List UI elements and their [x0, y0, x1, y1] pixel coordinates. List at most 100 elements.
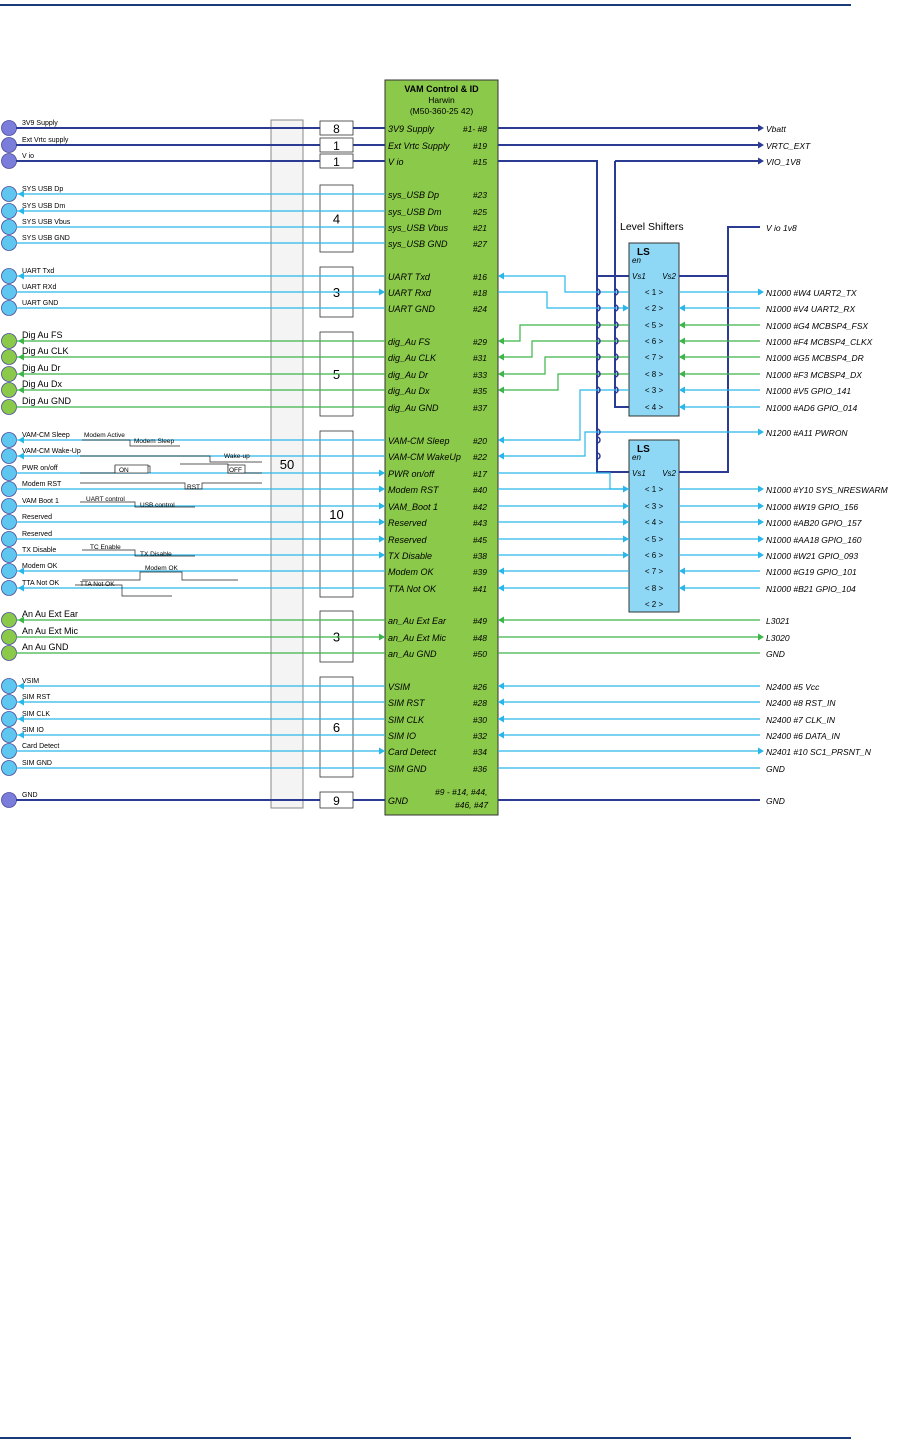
ls2-channel-label: < 5 > [645, 535, 664, 544]
left-signal-label: VSIM [22, 678, 39, 685]
txdisable-waveform [82, 549, 195, 557]
waveform-label: Modem OK [145, 565, 179, 572]
arrow-left [679, 337, 685, 345]
right-net-label: N1000 #Y10 SYS_NRESWARM [766, 485, 889, 495]
arrow-right [758, 157, 764, 165]
arrow-right [758, 141, 764, 149]
crossing-bump [614, 353, 619, 361]
arrow-left [18, 715, 24, 723]
pin-number-label: #48 [473, 633, 487, 643]
waveform-label: Modem Sleep [134, 438, 174, 445]
pin-number-label: #20 [473, 436, 487, 446]
signal-connector-dot [1, 531, 17, 547]
connector-part: (M50-360-25 42) [410, 106, 473, 116]
arrow-right [379, 485, 385, 493]
signal-connector-dot [1, 465, 17, 481]
ls1-channel-label: < 3 > [645, 386, 664, 395]
signal-connector-dot [1, 612, 17, 628]
modemok-waveform [82, 571, 238, 581]
signal-connector-dot [1, 498, 17, 514]
ls1-channel-label: < 7 > [645, 353, 664, 362]
pin-count-box [319, 120, 354, 136]
left-signal-label: UART Txd [22, 268, 54, 275]
left-signal-label: Reserved [22, 514, 52, 521]
left-signal-label: Modem OK [22, 563, 58, 570]
pin-signal-label: an_Au GND [388, 649, 437, 659]
pin-count-label: 1 [333, 155, 340, 169]
pin-number-label: #24 [473, 304, 487, 314]
right-net-label: GND [766, 764, 785, 774]
signal-connector-dot [1, 629, 17, 645]
arrow-right [758, 747, 764, 755]
right-net-label: N1000 #V4 UART2_RX [766, 304, 855, 314]
arrow-left [18, 567, 24, 575]
arrow-left [498, 616, 504, 624]
arrow-right [379, 502, 385, 510]
on-pulse-box [114, 464, 149, 474]
arrow-left [498, 370, 504, 378]
arrow-left [18, 190, 24, 198]
arrow-left [18, 584, 24, 592]
crossing-bump [614, 288, 619, 296]
connector-title: VAM Control & ID [404, 84, 479, 94]
pin-signal-label: GND [388, 796, 409, 806]
signal-connector-dot [1, 580, 17, 596]
right-net-label: N1000 #AD6 GPIO_014 [766, 403, 857, 413]
signal-connector-dot [1, 399, 17, 415]
right-net-label: N1200 #A11 PWRON [766, 428, 848, 438]
right-net-label: N1000 #AB20 GPIO_157 [766, 518, 862, 528]
waveform-label: TX Disable [140, 551, 172, 558]
power-connector-dot [1, 137, 17, 153]
right-net-label: VIO_1V8 [766, 157, 801, 167]
bottom-rule [0, 1437, 851, 1439]
bundle-bar [270, 119, 304, 809]
arrow-left [679, 386, 685, 394]
left-signal-label: PWR on/off [22, 465, 58, 472]
pin-count-label: 1 [333, 139, 340, 153]
level-shifter-1 [628, 242, 680, 417]
arrow-right [379, 551, 385, 559]
left-signal-label: VAM-CM Wake-Up [22, 448, 81, 455]
right-net-label: VRTC_EXT [766, 141, 811, 151]
signal-connector-dot [1, 300, 17, 316]
right-net-label: N2400 #8 RST_IN [766, 698, 836, 708]
pin-signal-label: dig_Au CLK [388, 353, 437, 363]
ls1-vs2-label: Vs2 [662, 272, 676, 281]
arrow-left [18, 436, 24, 444]
pin-number-label: #32 [473, 731, 487, 741]
waveform-label: USB control [140, 502, 175, 509]
left-signal-label: Dig Au Dr [22, 363, 61, 373]
right-net-label: N2400 #7 CLK_IN [766, 715, 836, 725]
pin-number-label: #45 [473, 535, 487, 545]
pin-count-box [319, 676, 354, 778]
pin-number-label: #37 [473, 403, 487, 413]
waveform-label: TC Enable [90, 544, 121, 551]
crossing-bump [614, 337, 619, 345]
signal-connector-dot [1, 432, 17, 448]
ls1-channel-label: < 2 > [645, 304, 664, 313]
rst-waveform [80, 482, 262, 490]
pin-number-label: #18 [473, 288, 487, 298]
pin-count-label: 8 [333, 122, 340, 136]
arrow-right [379, 469, 385, 477]
arrow-left [18, 386, 24, 394]
ls2-vs2-label: Vs2 [662, 469, 676, 478]
pin-signal-label: SIM GND [388, 764, 427, 774]
right-net-label: N1000 #G5 MCBSP4_DR [766, 353, 864, 363]
right-net-label: Vbatt [766, 124, 786, 134]
pin-number-label: #27 [473, 239, 487, 249]
ls1-vs1-label: Vs1 [632, 272, 646, 281]
ls2-channel-label: < 1 > [645, 485, 664, 494]
crossing-bump [596, 436, 601, 444]
ls1-routing-line [504, 275, 629, 293]
arrow-left [498, 682, 504, 690]
arrow-left [498, 436, 504, 444]
power-connector-dot [1, 120, 17, 136]
right-net-label: N1000 #W21 GPIO_093 [766, 551, 858, 561]
ls1-routing-line [504, 389, 629, 441]
left-signal-label: SYS USB Vbus [22, 219, 71, 226]
pin-number-label: #9 - #14, #44, [435, 787, 487, 797]
pin-number-label: #16 [473, 272, 487, 282]
right-net-label: N2400 #6 DATA_IN [766, 731, 841, 741]
signal-connector-dot [1, 760, 17, 776]
